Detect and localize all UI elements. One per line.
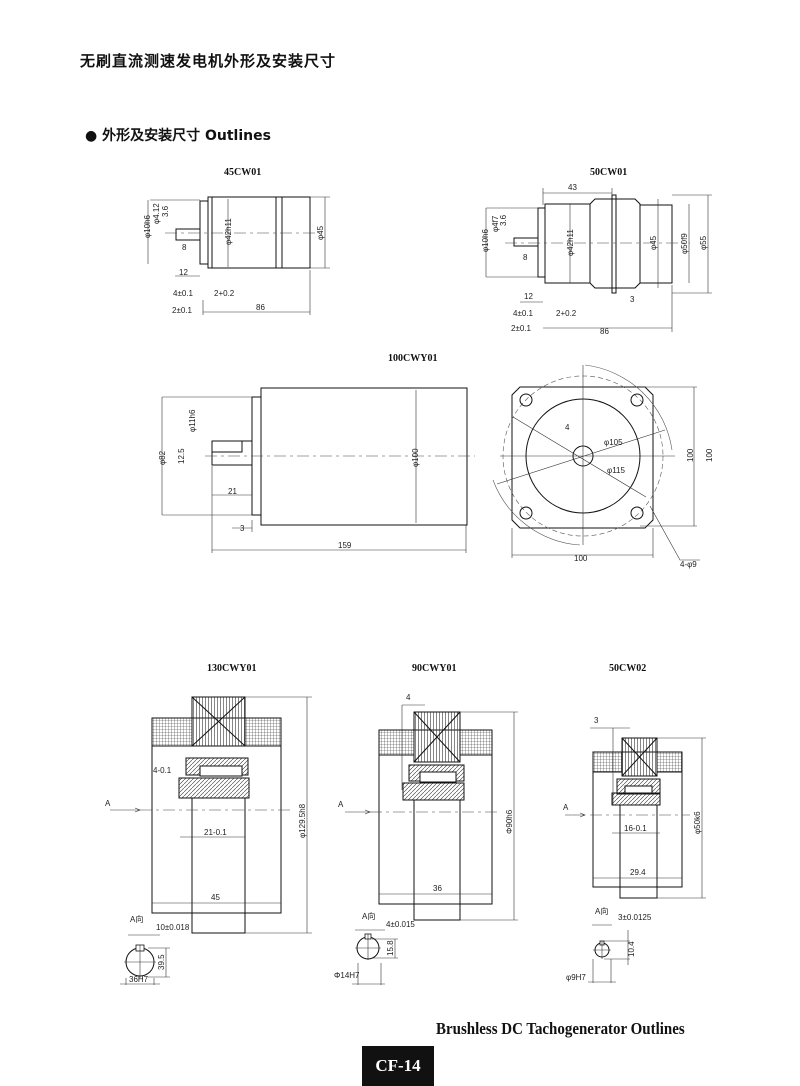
dim-label: 100 [686, 448, 695, 462]
drawing-90cwy01: 90CWY01 4 A 36 Φ90h6 A向 4±0.015 15.8 Φ [334, 663, 518, 985]
drawing-100cwy01: 100CWY01 φ82 φ11h6 12.5 21 3 159 φ100 [158, 353, 714, 569]
drawing-label: 50CW01 [590, 167, 627, 178]
dim-label: 100 [574, 554, 588, 563]
dim-label: 39.5 [157, 954, 166, 970]
dim-label: φ115 [607, 466, 625, 475]
drawing-50cw02: 50CW02 3 A 16-0.1 29.4 φ50k6 A向 3±0.0125 [563, 663, 706, 983]
dim-label: 4±0.1 [173, 289, 194, 298]
dim-label: 36H7 [129, 975, 149, 984]
dim-label: φ42h11 [224, 218, 233, 245]
dim-label: 10±0.018 [156, 923, 190, 932]
dim-label: φ9H7 [566, 973, 586, 982]
dim-label: 36 [433, 884, 442, 893]
dim-label: 4±0.1 [513, 309, 534, 318]
drawing-45cw01: 45CW01 φ10h6 φ4.12 3.6 8 12 4±0.1 2+0.2 … [143, 167, 330, 315]
dim-label: 29.4 [630, 868, 646, 877]
dim-label: A [105, 799, 111, 808]
dim-label: 4 [406, 693, 411, 702]
dim-label: A向 [362, 911, 375, 921]
dim-label: 4±0.015 [386, 920, 415, 929]
dim-label: φ100 [411, 448, 420, 467]
dim-label: 16-0.1 [624, 824, 647, 833]
dim-label: 21-0.1 [204, 828, 227, 837]
dim-label: φ42h11 [566, 229, 575, 256]
dim-label: φ4f7 [491, 215, 500, 232]
dim-label: 3 [240, 524, 245, 533]
dim-label: φ82 [158, 450, 167, 465]
dim-label: 12.5 [177, 448, 186, 464]
dim-label: 8 [523, 253, 528, 262]
footer-caption: Brushless DC Tachogenerator Outlines [436, 1019, 685, 1038]
dim-label: 100 [705, 448, 714, 462]
dim-label: φ10h6 [143, 214, 152, 238]
dim-label: A [563, 803, 569, 812]
dim-label: A向 [130, 914, 143, 924]
dim-label: 2±0.1 [172, 306, 193, 315]
drawing-130cwy01: 130CWY01 4-0.1 A 21-0.1 45 φ129.5h8 A向 1… [105, 663, 312, 985]
dim-label: φ55 [699, 235, 708, 250]
dim-label: φ50k6 [693, 811, 702, 834]
section-heading: ● 外形及安装尺寸 Outlines [85, 125, 271, 145]
dim-label: φ11h6 [188, 409, 197, 432]
dim-label: 159 [338, 541, 352, 550]
drawing-label: 50CW02 [609, 663, 646, 674]
dim-label: 8 [182, 243, 187, 252]
drawing-label: 90CWY01 [412, 663, 456, 674]
dim-label: 3 [594, 716, 599, 725]
dim-label: 86 [600, 327, 609, 336]
dim-label: 3.6 [161, 205, 170, 217]
dim-label: 45 [211, 893, 220, 902]
dim-label: 15.8 [386, 940, 395, 956]
dim-label: 3 [630, 295, 635, 304]
dim-label: 4-φ9 [680, 560, 697, 569]
drawing-label: 130CWY01 [207, 663, 256, 674]
bullet-icon: ● [85, 128, 98, 144]
drawing-label: 100CWY01 [388, 353, 437, 364]
drawing-50cw01: 50CW01 43 φ10h6 φ4f7 3.6 8 12 3 4±0.1 2+… [481, 167, 712, 336]
dim-label: A [338, 800, 344, 809]
dim-label: Φ14H7 [334, 971, 360, 980]
drawing-label: 45CW01 [224, 167, 261, 178]
dim-label: 2+0.2 [556, 309, 577, 318]
dim-label: 3.6 [499, 214, 508, 226]
dim-label: 3±0.0125 [618, 913, 652, 922]
dim-label: φ50f9 [680, 233, 689, 254]
dim-label: Φ90h6 [505, 809, 514, 834]
dim-label: 2+0.2 [214, 289, 235, 298]
dim-label: 12 [524, 292, 533, 301]
dim-label: 4-0.1 [153, 766, 172, 775]
dim-label: φ45 [316, 225, 325, 240]
dim-label: φ4.12 [152, 203, 161, 224]
dim-label: 4 [565, 423, 570, 432]
dim-label: φ105 [604, 438, 623, 447]
dim-label: 43 [568, 183, 577, 192]
dim-label: φ45 [649, 235, 658, 250]
dim-label: A向 [595, 906, 608, 916]
dim-label: φ10h6 [481, 228, 490, 252]
dim-label: 2±0.1 [511, 324, 532, 333]
dim-label: φ129.5h8 [298, 803, 307, 838]
dim-label: 21 [228, 487, 237, 496]
dim-label: 10.4 [627, 941, 636, 957]
dim-label: 86 [256, 303, 265, 312]
section-label: 外形及安装尺寸 Outlines [102, 128, 271, 144]
page-number-badge: CF-14 [362, 1046, 434, 1086]
page-title: 无刷直流测速发电机外形及安装尺寸 [80, 52, 337, 70]
dim-label: 12 [179, 268, 188, 277]
